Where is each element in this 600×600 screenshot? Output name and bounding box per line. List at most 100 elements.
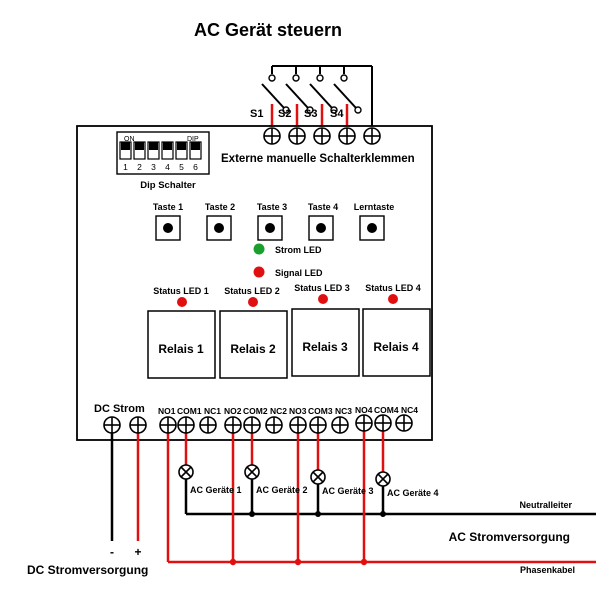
terminal-icon <box>243 416 261 434</box>
taste-3-button[interactable] <box>257 215 283 241</box>
relay-label-3: Relais 3 <box>302 340 348 354</box>
terminal-icon <box>338 127 356 145</box>
relay-label-4: Relais 4 <box>373 340 419 354</box>
dip-on-label: ON <box>124 136 135 143</box>
terminal-icon <box>331 416 349 434</box>
load-label-4: AC Geräte 4 <box>387 488 439 498</box>
diagram-title: AC Gerät steuern <box>194 20 342 40</box>
dc-plus-label: + <box>134 545 141 559</box>
relay-label-1: Relais 1 <box>158 342 204 356</box>
terminal-label-com2: COM2 <box>243 406 268 416</box>
lerntaste-button[interactable] <box>359 215 385 241</box>
switch-s2 <box>285 66 314 126</box>
terminal-icon <box>363 127 381 145</box>
dc-power-label: DC Strom <box>94 403 145 415</box>
terminal-icon <box>265 416 283 434</box>
switch-s4 <box>333 66 362 126</box>
switch-s1 <box>261 66 290 126</box>
terminal-icon <box>177 416 195 434</box>
terminal-label-nc3: NC3 <box>335 406 352 416</box>
terminal-icon <box>355 414 373 432</box>
taste-2-button[interactable] <box>206 215 232 241</box>
terminal-label-no2: NO2 <box>224 406 242 416</box>
dip-switch: ON DIP 1 2 3 4 5 6 <box>116 131 210 175</box>
relay-3 <box>291 308 360 377</box>
terminal-label-no4: NO4 <box>355 405 373 415</box>
terminal-label-nc4: NC4 <box>401 405 418 415</box>
taste-1-button[interactable] <box>155 215 181 241</box>
dc-minus-label: - <box>110 545 114 559</box>
dip-dip-label: DIP <box>187 136 199 143</box>
relay-1 <box>147 310 216 379</box>
terminal-icon <box>224 416 242 434</box>
switch-label-s4: S4 <box>330 108 344 120</box>
phase-label: Phasenkabel <box>520 565 575 575</box>
terminal-label-com3: COM3 <box>308 406 333 416</box>
status-led-label-4: Status LED 4 <box>365 283 421 293</box>
terminal-icon <box>395 414 413 432</box>
dip-caption: Dip Schalter <box>140 180 196 191</box>
status-led-label-2: Status LED 2 <box>224 286 280 296</box>
switch-label-s2: S2 <box>278 108 291 120</box>
status-led-label-3: Status LED 3 <box>294 283 350 293</box>
taste-4-button[interactable] <box>308 215 334 241</box>
terminal-icon <box>289 416 307 434</box>
terminal-label-no3: NO3 <box>289 406 307 416</box>
lamp-icon-load-2 <box>244 464 260 480</box>
status-led-3 <box>318 294 328 304</box>
lamp-icon-load-3 <box>310 469 326 485</box>
terminal-label-no1: NO1 <box>158 406 176 416</box>
switch-s3 <box>309 66 338 126</box>
status-led-1 <box>177 297 187 307</box>
terminal-label-com1: COM1 <box>177 406 202 416</box>
load-label-1: AC Geräte 1 <box>190 485 242 495</box>
load-label-3: AC Geräte 3 <box>322 486 374 496</box>
neutral-label: Neutralleiter <box>519 500 572 510</box>
load-label-2: AC Geräte 2 <box>256 485 308 495</box>
status-led-label-1: Status LED 1 <box>153 286 209 296</box>
dip-number-3: 3 <box>151 162 156 172</box>
external-terminals-label: Externe manuelle Schalterklemmen <box>221 153 415 165</box>
switch-label-s1: S1 <box>250 108 263 120</box>
dip-number-6: 6 <box>193 162 198 172</box>
dip-number-5: 5 <box>179 162 184 172</box>
lamp-icon-load-4 <box>375 471 391 487</box>
terminal-icon <box>288 127 306 145</box>
lamp-icon-load-1 <box>178 464 194 480</box>
dc-supply-label: DC Stromversorgung <box>27 563 148 577</box>
terminal-icon <box>199 416 217 434</box>
button-label-taste-4: Taste 4 <box>308 202 338 212</box>
relay-label-2: Relais 2 <box>230 342 276 356</box>
terminal-icon <box>309 416 327 434</box>
external-switches: S1 S2 S3 S4 <box>250 65 373 126</box>
terminal-icon <box>374 414 392 432</box>
button-label-taste-1: Taste 1 <box>153 202 183 212</box>
terminal-label-nc2: NC2 <box>270 406 287 416</box>
status-led-4 <box>388 294 398 304</box>
ac-supply-label: AC Stromversorgung <box>449 530 570 544</box>
terminal-label-nc1: NC1 <box>204 406 221 416</box>
switch-label-s3: S3 <box>304 108 317 120</box>
signal-led <box>253 266 265 278</box>
terminal-label-com4: COM4 <box>374 405 399 415</box>
dip-number-1: 1 <box>123 162 128 172</box>
dip-number-4: 4 <box>165 162 170 172</box>
dc-minus-terminal-icon <box>103 416 121 434</box>
wiring <box>110 423 596 566</box>
terminal-icon <box>263 127 281 145</box>
relay-4 <box>362 308 431 377</box>
terminal-icon <box>313 127 331 145</box>
relay-2 <box>219 310 288 379</box>
button-label-lerntaste: Lerntaste <box>354 202 395 212</box>
signal-led-label: Signal LED <box>275 268 323 278</box>
button-label-taste-3: Taste 3 <box>257 202 287 212</box>
controller-board <box>76 125 433 441</box>
button-label-taste-2: Taste 2 <box>205 202 235 212</box>
power-led <box>253 243 265 255</box>
terminal-icon <box>159 416 177 434</box>
status-led-2 <box>248 297 258 307</box>
dc-plus-terminal-icon <box>129 416 147 434</box>
power-led-label: Strom LED <box>275 245 322 255</box>
dip-number-2: 2 <box>137 162 142 172</box>
